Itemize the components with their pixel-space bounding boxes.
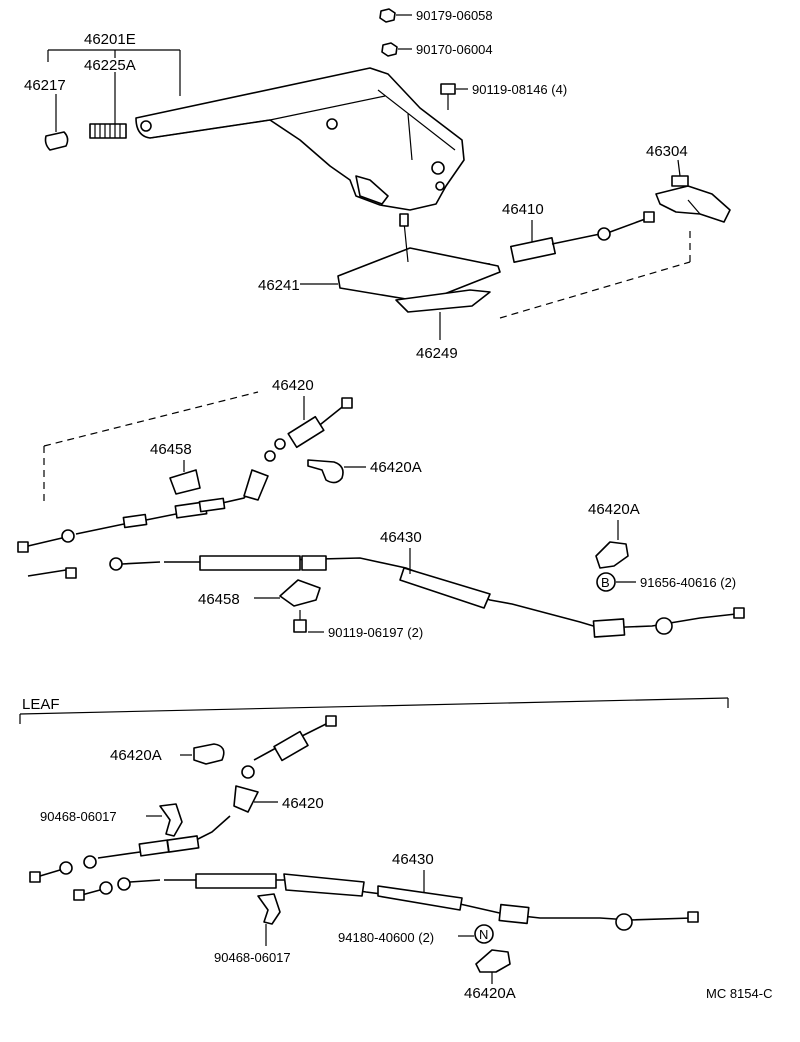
label-46430-leaf: 46430 xyxy=(392,851,434,868)
label-90119-06197: 90119-06197 (2) xyxy=(328,625,423,640)
parking-brake-lever xyxy=(135,67,465,211)
label-46420A-right: 46420A xyxy=(588,501,640,518)
label-46241: 46241 xyxy=(258,277,300,294)
label-46225A: 46225A xyxy=(84,57,136,74)
label-46304: 46304 xyxy=(646,143,688,160)
label-46458-mid: 46458 xyxy=(198,591,240,608)
section-label-leaf: LEAF xyxy=(22,696,60,713)
clip-90468-upper xyxy=(159,803,183,837)
nut-90170 xyxy=(381,42,412,57)
label-46420-top: 46420 xyxy=(272,377,314,394)
spring-46225A xyxy=(89,123,127,139)
label-90468-06017-lower: 90468-06017 xyxy=(214,950,291,965)
boot-46249 xyxy=(395,289,491,313)
label-46420-leaf: 46420 xyxy=(282,795,324,812)
clamp-46420A-top xyxy=(307,459,344,484)
label-46201E: 46201E xyxy=(84,31,136,48)
cushion-46458-top xyxy=(169,469,201,495)
dashed-link-mid xyxy=(43,391,259,447)
cap-46217 xyxy=(44,131,69,151)
nut-90179 xyxy=(379,8,412,23)
rear-cable-46430-top xyxy=(27,555,745,638)
intermediate-cable-46420 xyxy=(17,397,353,553)
label-46249: 46249 xyxy=(416,345,458,362)
leaf-divider-line xyxy=(19,697,729,715)
reference-code: MC 8154-C xyxy=(706,986,772,1001)
dashed-link-top xyxy=(499,261,691,319)
clamp-46420A-leaf xyxy=(193,743,225,765)
bracket-46304 xyxy=(655,159,731,223)
plate-46241 xyxy=(337,213,501,303)
badge-b: B xyxy=(596,572,616,592)
clamp-46420A-bottom xyxy=(475,949,511,973)
bracket-46458-mid xyxy=(279,579,321,607)
label-90468-06017-upper: 90468-06017 xyxy=(40,809,117,824)
rear-cable-46430-leaf xyxy=(73,873,699,931)
label-94180-40600: 94180-40600 (2) xyxy=(338,930,434,945)
label-46420A-bottom: 46420A xyxy=(464,985,516,1002)
label-46430-top: 46430 xyxy=(380,529,422,546)
label-46420A-top: 46420A xyxy=(370,459,422,476)
bolt-90119-06197 xyxy=(293,610,324,633)
label-46217: 46217 xyxy=(24,77,66,94)
clamp-46420A-right xyxy=(595,541,629,569)
label-90119-08146: 90119-08146 (4) xyxy=(472,82,567,97)
bolt-90119-08146 xyxy=(440,83,468,110)
label-46458-top: 46458 xyxy=(150,441,192,458)
label-91656-40616: 91656-40616 (2) xyxy=(640,575,736,590)
label-90179-06058: 90179-06058 xyxy=(416,8,493,23)
label-46420A-leaf: 46420A xyxy=(110,747,162,764)
label-46410: 46410 xyxy=(502,201,544,218)
leader-46201E xyxy=(47,49,181,125)
svg-text:B: B xyxy=(601,575,610,590)
intermediate-cable-46420-leaf xyxy=(29,715,337,883)
clip-90468-lower xyxy=(257,893,281,925)
badge-n: N xyxy=(474,924,494,944)
svg-text:N: N xyxy=(479,927,488,942)
label-90170-06004: 90170-06004 xyxy=(416,42,493,57)
